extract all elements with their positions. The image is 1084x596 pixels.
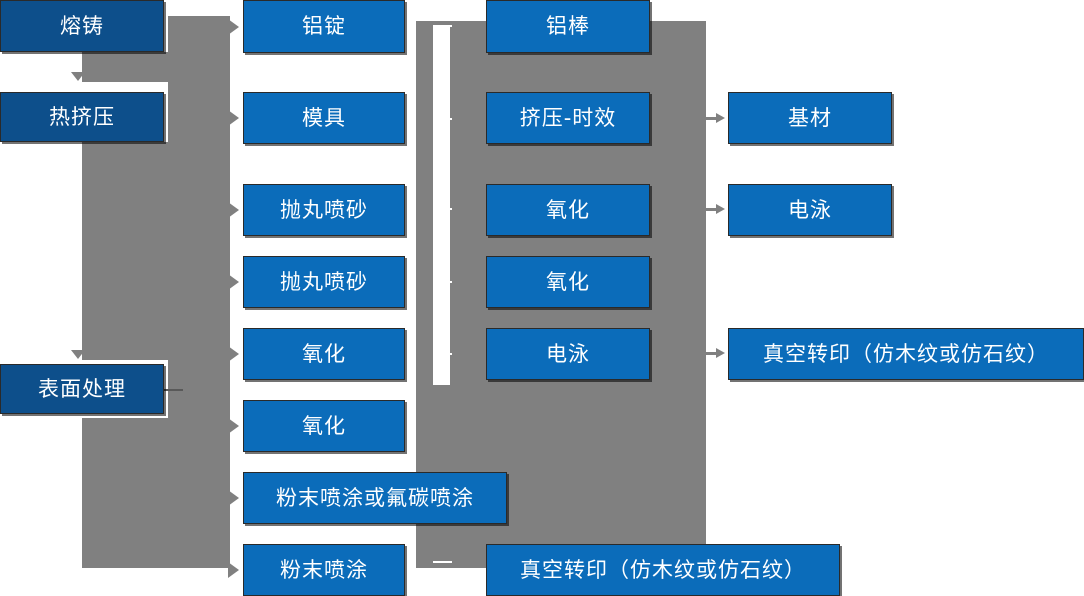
process-box-c4-electro[interactable]: 电泳 — [728, 184, 892, 236]
process-label-c2-blast-1: 抛丸喷砂 — [280, 197, 368, 222]
arrow-to-c4-substrate — [700, 113, 725, 123]
process-box-c2-ingot[interactable]: 铝锭 — [243, 0, 405, 53]
arrow-to-c4-electro — [700, 204, 725, 214]
process-label-c3-vacuum: 真空转印（仿木纹或仿石纹） — [520, 557, 806, 582]
process-box-c3-oxide-1[interactable]: 氧化 — [486, 184, 650, 236]
arrow-to-c2-8 — [228, 562, 239, 578]
process-box-c2-powder[interactable]: 粉末喷涂 — [243, 544, 405, 596]
process-label-c4-electro: 电泳 — [788, 197, 832, 222]
connector-surface-stub — [163, 389, 183, 391]
process-box-c4-vacuum[interactable]: 真空转印（仿木纹或仿石纹） — [728, 328, 1084, 380]
connector-rail-left — [416, 21, 433, 568]
process-label-c3-oxide-2: 氧化 — [546, 269, 590, 294]
process-box-c3-extrude-age[interactable]: 挤压-时效 — [486, 92, 650, 144]
arrow-to-c2-4 — [228, 274, 239, 290]
arrow-extrusion-to-surface — [71, 350, 85, 359]
process-box-c3-bar[interactable]: 铝棒 — [486, 0, 650, 53]
stage-box-surface[interactable]: 表面处理 — [0, 364, 164, 414]
arrow-to-c2-2 — [228, 110, 239, 126]
process-label-c2-oxide-2: 氧化 — [302, 413, 346, 438]
process-label-c2-die: 模具 — [302, 105, 346, 130]
process-box-c2-blast-2[interactable]: 抛丸喷砂 — [243, 256, 405, 308]
link-channel — [441, 25, 443, 355]
process-box-c3-electro[interactable]: 电泳 — [486, 328, 650, 380]
process-label-c3-extrude-age: 挤压-时效 — [519, 105, 617, 130]
process-box-c4-substrate[interactable]: 基材 — [728, 92, 892, 144]
connector-notch-filler — [165, 16, 230, 568]
connector-bridge-top — [433, 21, 451, 25]
process-box-c3-vacuum[interactable]: 真空转印（仿木纹或仿石纹） — [486, 544, 840, 596]
stage-label-extrusion: 热挤压 — [49, 104, 115, 129]
arrow-to-c2-5 — [228, 346, 239, 362]
link-line-6 — [433, 561, 452, 563]
process-label-c2-oxide-1: 氧化 — [302, 341, 346, 366]
process-label-c3-bar: 铝棒 — [546, 14, 590, 38]
process-label-c3-electro: 电泳 — [546, 341, 590, 366]
arrow-to-c2-1 — [228, 19, 239, 35]
process-label-c3-oxide-1: 氧化 — [546, 197, 590, 222]
arrow-to-c2-7 — [228, 490, 239, 506]
process-box-c2-powder-fluorocarbon[interactable]: 粉末喷涂或氟碳喷涂 — [243, 472, 507, 524]
arrow-to-c2-3 — [228, 202, 239, 218]
process-box-c2-oxide-2[interactable]: 氧化 — [243, 400, 405, 452]
stage-box-melting[interactable]: 熔铸 — [0, 0, 164, 52]
process-label-c2-ingot: 铝锭 — [302, 14, 346, 38]
arrow-to-c4-vacuum — [700, 348, 725, 358]
stage-box-extrusion[interactable]: 热挤压 — [0, 92, 164, 142]
process-box-c2-die[interactable]: 模具 — [243, 92, 405, 144]
stage-label-surface: 表面处理 — [38, 376, 126, 401]
process-label-c4-substrate: 基材 — [788, 105, 832, 130]
process-label-c2-blast-2: 抛丸喷砂 — [280, 269, 368, 294]
process-label-c2-powder: 粉末喷涂 — [280, 557, 368, 582]
arrow-melting-to-extrusion — [71, 72, 85, 81]
process-box-c2-oxide-1[interactable]: 氧化 — [243, 328, 405, 380]
process-label-c2-powder-fluorocarbon: 粉末喷涂或氟碳喷涂 — [276, 485, 474, 510]
process-label-c4-vacuum: 真空转印（仿木纹或仿石纹） — [763, 341, 1049, 366]
arrow-to-c2-6 — [228, 418, 239, 434]
process-box-c3-oxide-2[interactable]: 氧化 — [486, 256, 650, 308]
stage-label-melting: 熔铸 — [60, 13, 104, 38]
process-box-c2-blast-1[interactable]: 抛丸喷砂 — [243, 184, 405, 236]
